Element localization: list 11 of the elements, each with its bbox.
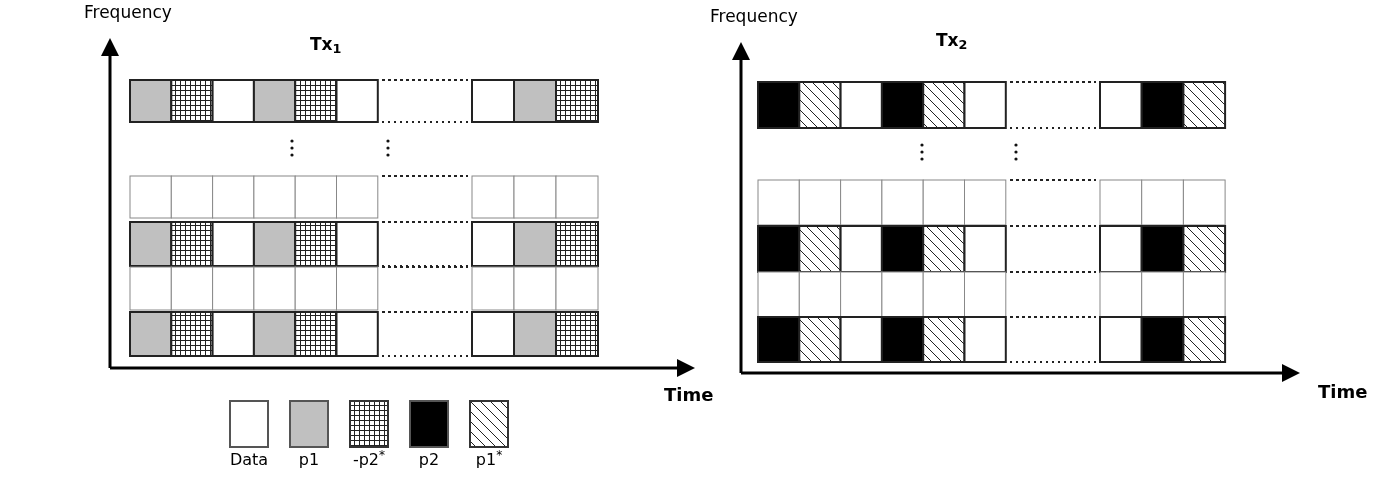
axis-label: Tx$_{1}$ <box>310 36 342 53</box>
legend-label: Data <box>229 452 269 468</box>
legend-label: p1 <box>298 452 320 468</box>
axis-label: Time <box>664 386 714 404</box>
axis-label: Tx$_{2}$ <box>936 32 968 49</box>
legend-label: p1$^{*}$ <box>475 452 503 468</box>
axis-label: Time <box>1318 383 1368 401</box>
legend-label: -p2$^{*}$ <box>352 452 386 468</box>
legend-label: p2 <box>418 452 440 468</box>
axis-label: Frequency <box>710 8 798 25</box>
axis-label: Frequency <box>84 4 172 21</box>
